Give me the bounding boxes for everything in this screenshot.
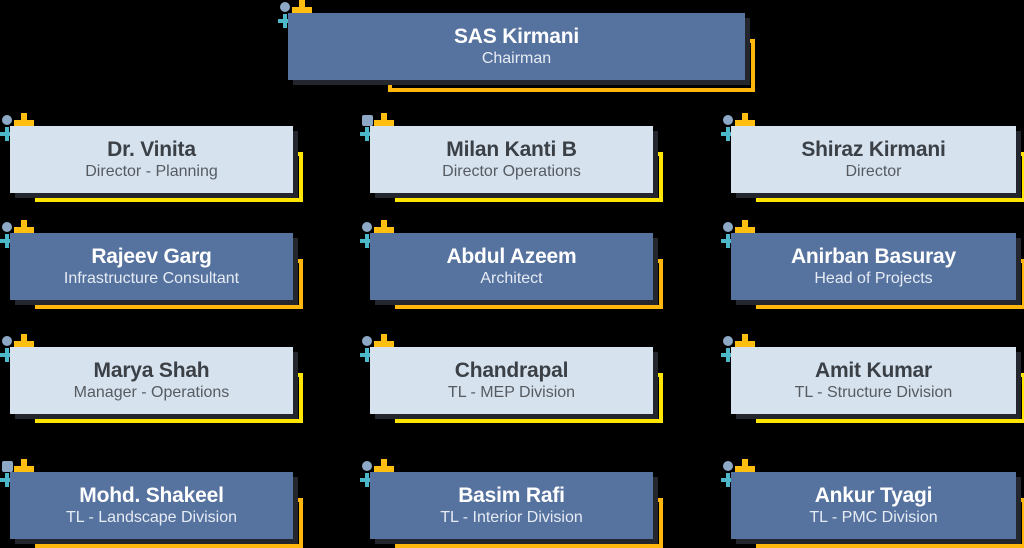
small-plus-icon xyxy=(721,234,735,248)
org-card: SAS Kirmani Chairman xyxy=(288,13,745,80)
person-title: Manager - Operations xyxy=(73,384,230,401)
small-plus-icon xyxy=(721,127,735,141)
small-plus-icon xyxy=(721,348,735,362)
org-card: Milan Kanti B Director Operations xyxy=(370,126,653,193)
person-title: Architect xyxy=(480,270,543,287)
person-title: Director - Planning xyxy=(85,163,218,180)
dot-marker-icon xyxy=(2,115,12,125)
person-name: Dr. Vinita xyxy=(107,138,196,161)
plus-icon xyxy=(374,334,394,354)
person-name: Abdul Azeem xyxy=(446,245,577,268)
org-node-milan-kanti-b: Milan Kanti B Director Operations xyxy=(360,113,663,202)
person-title: Infrastructure Consultant xyxy=(63,270,240,287)
plus-icon xyxy=(374,220,394,240)
org-card: Abdul Azeem Architect xyxy=(370,233,653,300)
person-name: SAS Kirmani xyxy=(454,25,579,48)
person-name: Marya Shah xyxy=(93,359,210,382)
org-card: Dr. Vinita Director - Planning xyxy=(10,126,293,193)
org-node-dr-vinita: Dr. Vinita Director - Planning xyxy=(0,113,303,202)
org-card: Shiraz Kirmani Director xyxy=(731,126,1016,193)
person-title: Director Operations xyxy=(442,163,581,180)
org-card: Rajeev Garg Infrastructure Consultant xyxy=(10,233,293,300)
org-node-marya-shah: Marya Shah Manager - Operations xyxy=(0,334,303,423)
dot-marker-icon xyxy=(280,2,290,12)
dot-marker-icon xyxy=(2,222,12,232)
small-plus-icon xyxy=(0,127,14,141)
plus-icon xyxy=(374,113,394,133)
dot-marker-icon xyxy=(362,336,372,346)
person-title: TL - Landscape Division xyxy=(65,509,238,526)
plus-icon xyxy=(292,0,312,20)
dot-marker-icon xyxy=(2,461,13,472)
small-plus-icon xyxy=(360,127,374,141)
org-node-abdul-azeem: Abdul Azeem Architect xyxy=(360,220,663,309)
small-plus-icon xyxy=(360,473,374,487)
org-card: Ankur Tyagi TL - PMC Division xyxy=(731,472,1016,539)
org-node-chairman: SAS Kirmani Chairman xyxy=(278,0,755,92)
person-name: Anirban Basuray xyxy=(790,245,957,268)
person-name: Milan Kanti B xyxy=(446,138,577,161)
org-node-shiraz-kirmani: Shiraz Kirmani Director xyxy=(721,113,1024,202)
person-name: Basim Rafi xyxy=(458,484,565,507)
plus-icon xyxy=(14,459,34,479)
small-plus-icon xyxy=(0,348,14,362)
dot-marker-icon xyxy=(362,115,373,126)
dot-marker-icon xyxy=(362,222,372,232)
person-title: TL - MEP Division xyxy=(447,384,576,401)
org-node-anirban-basuray: Anirban Basuray Head of Projects xyxy=(721,220,1024,309)
org-node-amit-kumar: Amit Kumar TL - Structure Division xyxy=(721,334,1024,423)
org-card: Marya Shah Manager - Operations xyxy=(10,347,293,414)
plus-icon xyxy=(735,113,755,133)
org-node-chandrapal: Chandrapal TL - MEP Division xyxy=(360,334,663,423)
dot-marker-icon xyxy=(723,222,733,232)
plus-icon xyxy=(735,334,755,354)
org-card: Amit Kumar TL - Structure Division xyxy=(731,347,1016,414)
person-name: Amit Kumar xyxy=(814,359,933,382)
person-name: Ankur Tyagi xyxy=(814,484,933,507)
dot-marker-icon xyxy=(723,115,733,125)
person-name: Rajeev Garg xyxy=(91,245,212,268)
org-node-rajeev-garg: Rajeev Garg Infrastructure Consultant xyxy=(0,220,303,309)
small-plus-icon xyxy=(0,473,14,487)
org-node-ankur-tyagi: Ankur Tyagi TL - PMC Division xyxy=(721,459,1024,548)
small-plus-icon xyxy=(721,473,735,487)
plus-icon xyxy=(735,459,755,479)
plus-icon xyxy=(735,220,755,240)
dot-marker-icon xyxy=(362,461,372,471)
org-card: Anirban Basuray Head of Projects xyxy=(731,233,1016,300)
person-title: TL - PMC Division xyxy=(809,509,938,526)
org-card: Basim Rafi TL - Interior Division xyxy=(370,472,653,539)
plus-icon xyxy=(14,334,34,354)
small-plus-icon xyxy=(0,234,14,248)
plus-icon xyxy=(374,459,394,479)
person-title: Chairman xyxy=(481,50,552,67)
small-plus-icon xyxy=(360,234,374,248)
plus-icon xyxy=(14,113,34,133)
person-name: Mohd. Shakeel xyxy=(79,484,224,507)
org-card: Chandrapal TL - MEP Division xyxy=(370,347,653,414)
dot-marker-icon xyxy=(2,336,12,346)
org-node-basim-rafi: Basim Rafi TL - Interior Division xyxy=(360,459,663,548)
person-title: Head of Projects xyxy=(814,270,933,287)
person-name: Shiraz Kirmani xyxy=(801,138,946,161)
dot-marker-icon xyxy=(723,336,733,346)
person-title: TL - Interior Division xyxy=(440,509,583,526)
org-card: Mohd. Shakeel TL - Landscape Division xyxy=(10,472,293,539)
plus-icon xyxy=(14,220,34,240)
dot-marker-icon xyxy=(723,461,733,471)
person-name: Chandrapal xyxy=(454,359,569,382)
small-plus-icon xyxy=(360,348,374,362)
person-title: TL - Structure Division xyxy=(794,384,953,401)
person-title: Director xyxy=(845,163,902,180)
org-node-mohd-shakeel: Mohd. Shakeel TL - Landscape Division xyxy=(0,459,303,548)
small-plus-icon xyxy=(278,14,292,28)
